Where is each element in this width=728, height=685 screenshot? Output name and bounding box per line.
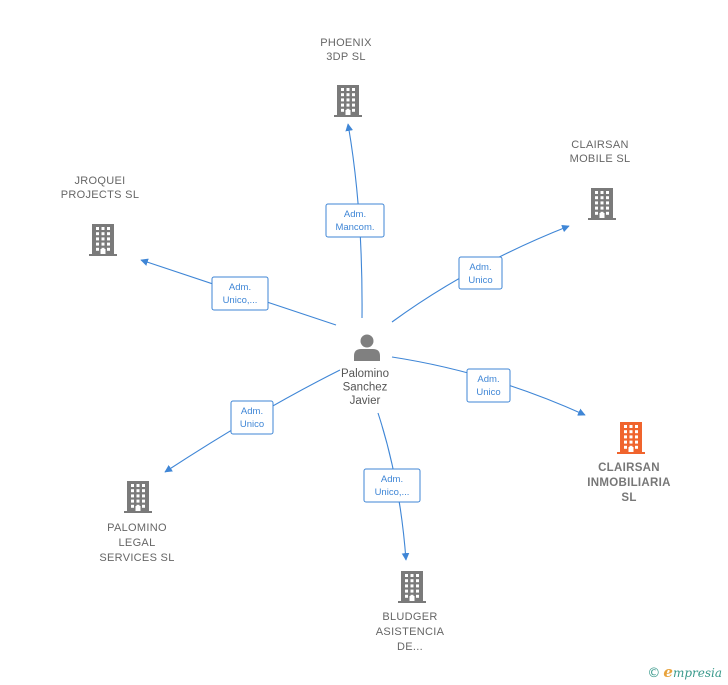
company-node-jroquei[interactable]: JROQUEI PROJECTS SL (61, 175, 140, 256)
role-label-clairsan-mobile[interactable]: Adm. Unico (458, 256, 503, 290)
edge-jroquei: Adm. Unico,... (140, 258, 337, 326)
building-icon (334, 85, 362, 117)
company-name-line: ASISTENCIA (376, 626, 445, 638)
role-label-text: Mancom. (335, 222, 374, 233)
role-label-text: Unico (468, 275, 492, 286)
person-name-line: Sanchez (343, 382, 388, 394)
building-icon (398, 571, 426, 603)
company-name-line: JROQUEI (75, 175, 126, 187)
role-label-clairsan-inmobiliaria[interactable]: Adm. Unico (466, 368, 511, 403)
role-label-box[interactable] (363, 468, 421, 503)
company-name-line: LEGAL (119, 537, 156, 549)
person-icon (354, 334, 380, 361)
company-name-line: PALOMINO (107, 522, 167, 534)
person-name-line: Javier (350, 395, 381, 407)
role-label-palomino-legal[interactable]: Adm. Unico (230, 400, 274, 435)
role-label-text: Adm. (477, 374, 499, 385)
role-label-text: Adm. (469, 262, 491, 273)
role-label-text: Unico (476, 387, 500, 398)
role-label-text: Unico (240, 419, 264, 430)
role-label-box[interactable] (211, 276, 269, 311)
role-label-box[interactable] (230, 400, 274, 435)
building-icon (617, 422, 645, 454)
role-label-text: Adm. (344, 209, 366, 220)
edge-clairsan-inmobiliaria: Adm. Unico (391, 356, 586, 416)
role-label-text: Adm. (381, 474, 403, 485)
building-icon (588, 188, 616, 220)
company-name-line: PHOENIX (320, 37, 372, 49)
company-node-clairsan-mobile[interactable]: CLAIRSAN MOBILE SL (570, 139, 631, 220)
person-name-line: Palomino (341, 368, 389, 380)
role-label-text: Adm. (229, 282, 251, 293)
company-name-line: SL (621, 492, 636, 504)
company-name-line: CLAIRSAN (598, 462, 660, 474)
role-label-phoenix[interactable]: Adm. Mancom. (325, 203, 385, 238)
role-label-text: Unico,... (375, 487, 410, 498)
building-icon (124, 481, 152, 513)
company-node-palomino-legal[interactable]: PALOMINO LEGAL SERVICES SL (99, 481, 174, 564)
edge-palomino-legal: Adm. Unico (164, 369, 341, 473)
company-node-phoenix[interactable]: PHOENIX 3DP SL (320, 37, 372, 117)
building-icon (89, 224, 117, 256)
company-node-clairsan-inmobiliaria[interactable]: CLAIRSAN INMOBILIARIA SL (587, 422, 670, 504)
brand-footer: ©empresia (647, 663, 722, 681)
company-name-line: CLAIRSAN (571, 139, 628, 151)
role-label-bludger[interactable]: Adm. Unico,... (363, 468, 421, 503)
edge-bludger: Adm. Unico,... (363, 412, 421, 561)
role-label-box[interactable] (458, 256, 503, 290)
role-label-text: Adm. (241, 406, 263, 417)
role-label-text: Unico,... (223, 295, 258, 306)
company-name-line: BLUDGER (382, 611, 437, 623)
edge-phoenix: Adm. Mancom. (325, 123, 385, 319)
company-name-line: INMOBILIARIA (587, 477, 670, 489)
company-name-line: PROJECTS SL (61, 189, 140, 201)
company-name-line: 3DP SL (326, 51, 366, 63)
edge-clairsan-mobile: Adm. Unico (391, 224, 570, 323)
role-label-box[interactable] (325, 203, 385, 238)
company-name-line: SERVICES SL (99, 552, 174, 564)
role-label-jroquei[interactable]: Adm. Unico,... (211, 276, 269, 311)
brand-logo-e: e (663, 663, 673, 681)
company-name-line: DE... (397, 641, 423, 653)
company-name-line: MOBILE SL (570, 153, 631, 165)
company-node-bludger[interactable]: BLUDGER ASISTENCIA DE... (376, 571, 445, 653)
role-label-box[interactable] (466, 368, 511, 403)
brand-logo-text: mpresia (672, 666, 722, 680)
copyright-icon: © (647, 666, 661, 681)
